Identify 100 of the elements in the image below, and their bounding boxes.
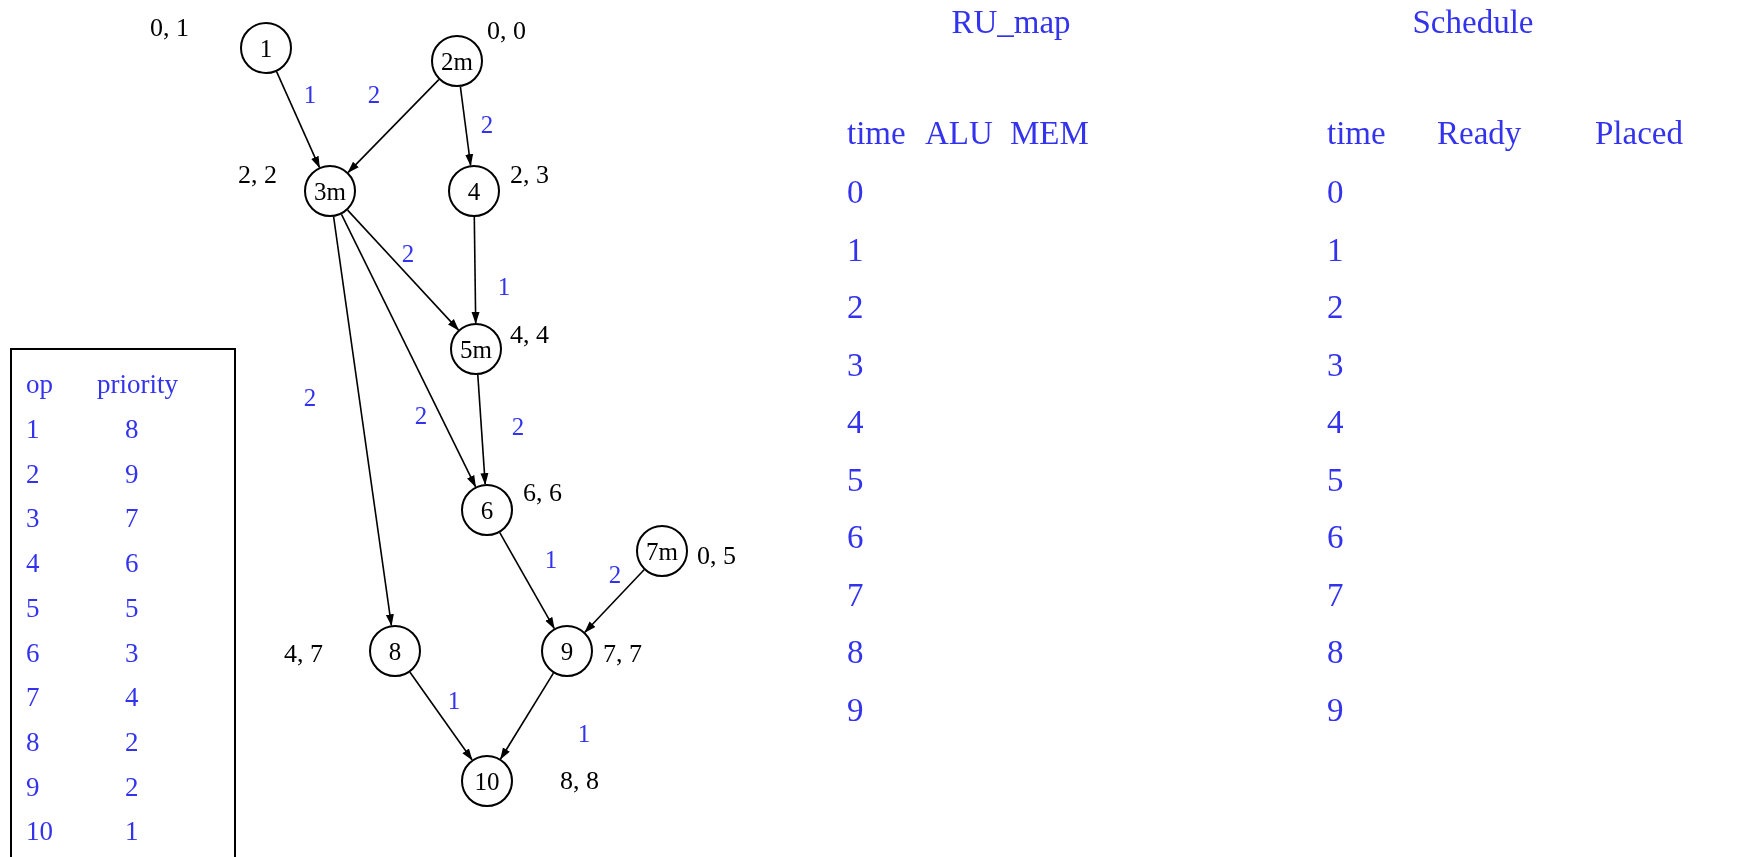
arrow bbox=[346, 209, 460, 331]
time-value: 7 bbox=[847, 578, 864, 611]
node-annotation: 4, 4 bbox=[510, 322, 549, 348]
table-cell: 9 bbox=[26, 773, 40, 801]
node-circle bbox=[369, 625, 421, 677]
table-cell: 2 bbox=[125, 728, 139, 756]
time-value: 4 bbox=[1327, 405, 1344, 439]
column-header: time bbox=[1327, 116, 1386, 150]
time-value: 3 bbox=[847, 348, 864, 381]
node-circle bbox=[636, 525, 688, 577]
table-cell: 4 bbox=[26, 549, 40, 577]
table-cell: 7 bbox=[26, 683, 40, 711]
time-value: 0 bbox=[1327, 175, 1344, 209]
column-header: Ready bbox=[1437, 116, 1522, 150]
time-value: 0 bbox=[847, 175, 864, 209]
table-cell: 2 bbox=[26, 460, 40, 488]
column-header: time bbox=[847, 116, 906, 150]
edge-label: 1 bbox=[303, 81, 317, 107]
node-annotation: 2, 3 bbox=[510, 162, 549, 188]
arrow bbox=[332, 215, 394, 627]
arrow bbox=[347, 78, 440, 174]
time-value: 2 bbox=[1327, 290, 1344, 324]
node-circle bbox=[541, 625, 593, 677]
table-cell: 3 bbox=[125, 639, 139, 666]
time-value: 8 bbox=[1327, 635, 1344, 669]
table-cell: 9 bbox=[125, 460, 139, 488]
node-circle bbox=[450, 323, 502, 375]
node-label: 3m bbox=[314, 178, 346, 204]
edge-label: 1 bbox=[447, 687, 461, 713]
node-label: 9 bbox=[560, 638, 574, 664]
arrow bbox=[499, 672, 555, 760]
column-header: Placed bbox=[1595, 116, 1683, 150]
table-cell: 6 bbox=[26, 639, 40, 666]
arrow bbox=[499, 531, 555, 630]
edge-label: 2 bbox=[480, 111, 494, 137]
table-cell: 4 bbox=[125, 683, 139, 711]
arrow bbox=[471, 216, 480, 324]
edge-label: 2 bbox=[401, 240, 415, 266]
arrow bbox=[340, 213, 477, 488]
node-label: 8 bbox=[388, 638, 402, 664]
table-cell: 7 bbox=[125, 504, 139, 532]
time-value: 4 bbox=[847, 405, 864, 439]
table-cell: 10 bbox=[26, 817, 53, 845]
time-value: 8 bbox=[847, 635, 864, 669]
node-label: 4 bbox=[467, 178, 481, 204]
node-label: 7m bbox=[646, 538, 678, 564]
table-cell: 5 bbox=[125, 594, 139, 622]
table-cell: 8 bbox=[125, 415, 139, 443]
edge-label: 2 bbox=[414, 402, 428, 428]
time-value: 9 bbox=[847, 693, 864, 726]
edge-label: 2 bbox=[367, 81, 381, 107]
time-value: 5 bbox=[847, 463, 864, 496]
arrow bbox=[275, 70, 321, 169]
node-annotation: 7, 7 bbox=[603, 641, 642, 667]
node-circle bbox=[431, 35, 483, 87]
arrow bbox=[584, 569, 645, 633]
edge-label: 1 bbox=[544, 546, 558, 572]
node-annotation: 0, 1 bbox=[150, 15, 189, 41]
edge-label: 2 bbox=[511, 413, 525, 439]
time-value: 6 bbox=[847, 520, 864, 554]
table-cell: 1 bbox=[26, 415, 40, 443]
table-title: RU_map bbox=[951, 5, 1071, 39]
table-cell: 3 bbox=[26, 504, 40, 532]
node-annotation: 8, 8 bbox=[560, 768, 599, 794]
table-cell: 8 bbox=[26, 728, 40, 756]
node-circle bbox=[304, 165, 356, 217]
time-value: 7 bbox=[1327, 578, 1344, 611]
table-title: Schedule bbox=[1412, 5, 1534, 39]
node-annotation: 6, 6 bbox=[523, 480, 562, 506]
node-circle bbox=[240, 22, 292, 74]
time-value: 2 bbox=[847, 290, 864, 324]
arrow bbox=[477, 374, 489, 486]
column-header: MEM bbox=[1010, 116, 1089, 150]
time-value: 9 bbox=[1327, 693, 1344, 726]
table-cell: 6 bbox=[125, 549, 139, 577]
node-circle bbox=[448, 165, 500, 217]
arrow bbox=[459, 86, 474, 167]
column-header: ALU bbox=[925, 116, 993, 150]
node-annotation: 0, 0 bbox=[487, 18, 526, 44]
time-value: 5 bbox=[1327, 463, 1344, 496]
node-label: 6 bbox=[480, 497, 494, 523]
node-annotation: 0, 5 bbox=[697, 543, 736, 569]
node-circle bbox=[461, 484, 513, 536]
time-value: 1 bbox=[1327, 233, 1344, 266]
column-header: priority bbox=[97, 370, 178, 398]
node-label: 5m bbox=[460, 336, 492, 362]
time-value: 3 bbox=[1327, 348, 1344, 381]
node-annotation: 2, 2 bbox=[238, 162, 277, 188]
edge-label: 2 bbox=[303, 384, 317, 410]
arrow bbox=[409, 671, 473, 761]
time-value: 1 bbox=[847, 233, 864, 266]
node-annotation: 4, 7 bbox=[284, 641, 323, 667]
node-label: 1 bbox=[259, 35, 273, 61]
edge-label: 2 bbox=[608, 561, 622, 587]
table-cell: 1 bbox=[125, 817, 139, 845]
table-cell: 5 bbox=[26, 594, 40, 622]
edge-label: 1 bbox=[497, 273, 511, 299]
node-label: 10 bbox=[474, 768, 500, 794]
table-cell: 2 bbox=[125, 773, 139, 801]
node-label: 2m bbox=[441, 48, 473, 74]
